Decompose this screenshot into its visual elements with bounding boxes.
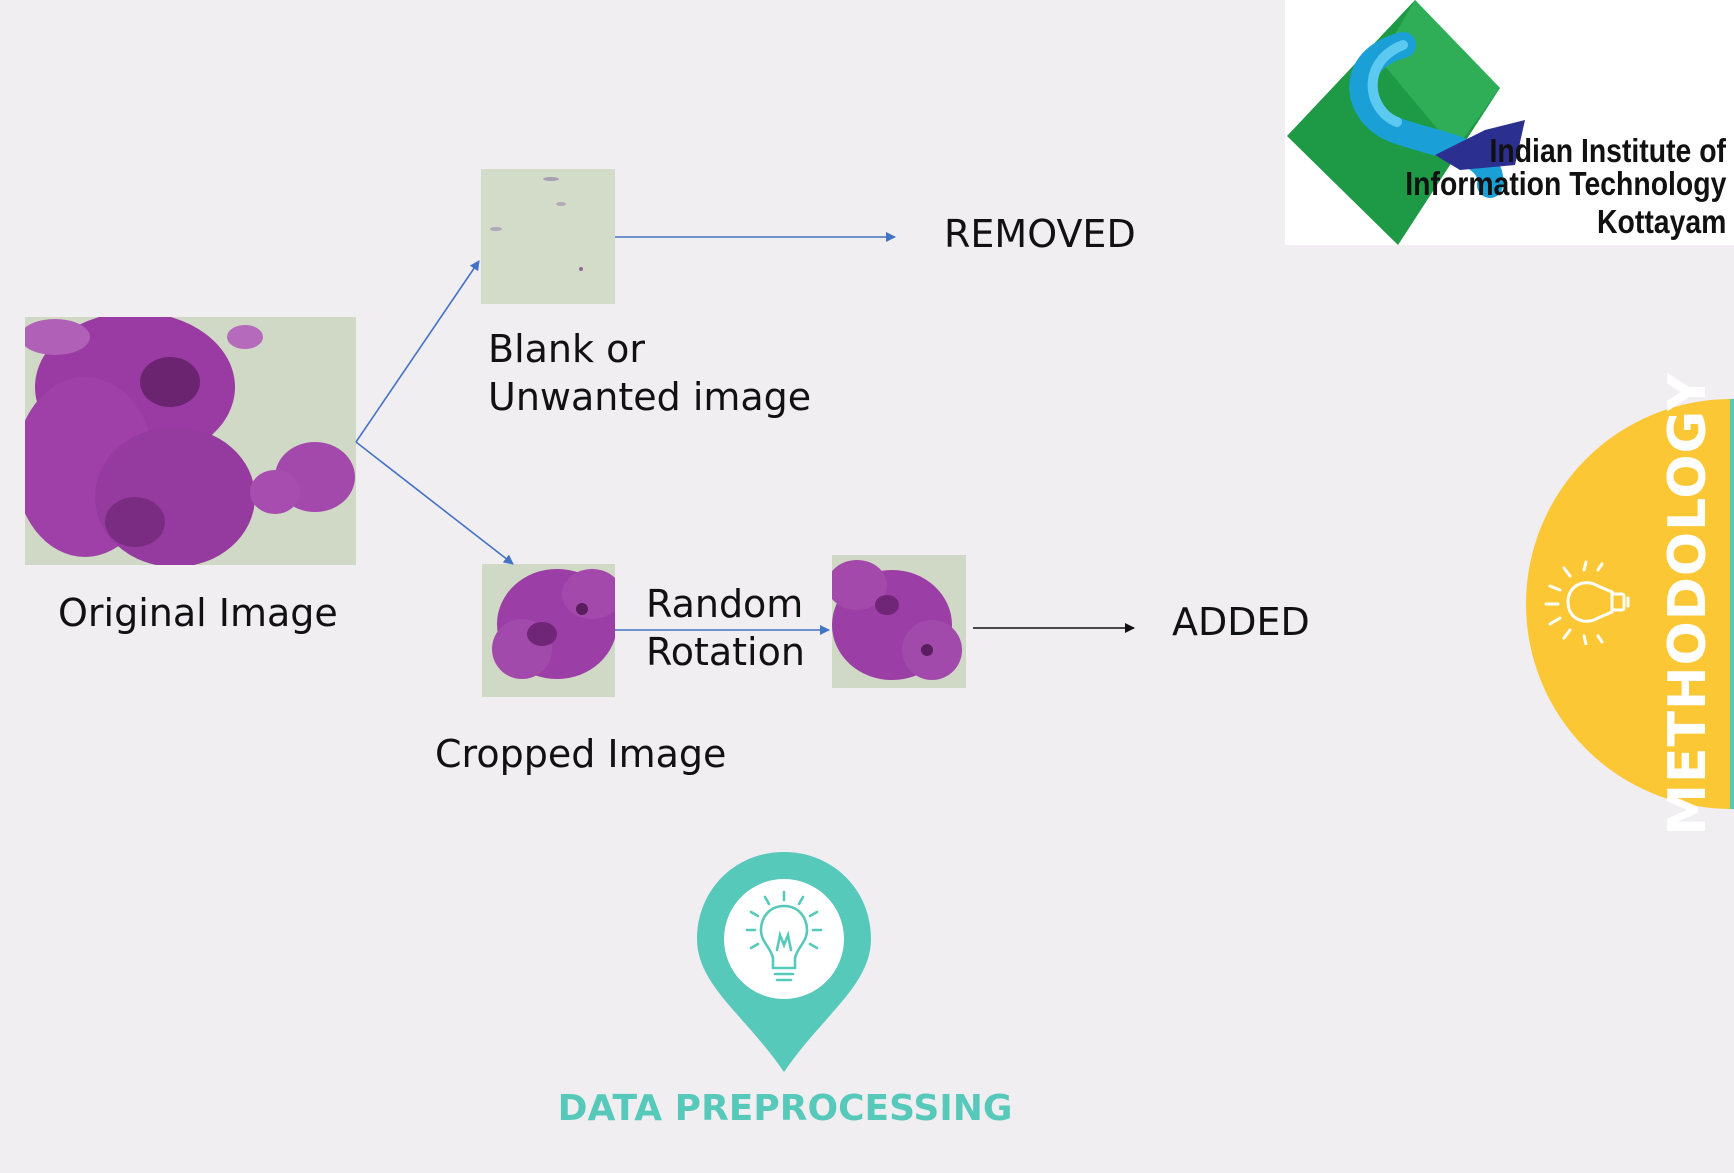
lightbulb-icon [1544, 560, 1630, 645]
cropped-image-label: Cropped Image [435, 732, 727, 776]
lightbulb-icon [745, 890, 823, 982]
location-pin-icon [697, 852, 871, 1072]
rotation-label-line-2: Rotation [646, 630, 805, 674]
cropped-image [482, 564, 615, 697]
rotation-label-line-1: Random [646, 582, 804, 626]
added-label: ADDED [1172, 600, 1310, 644]
logo-line-2: Information Technology [1404, 165, 1726, 202]
institute-emblem [1287, 0, 1525, 245]
arrow-to-cropped [355, 441, 514, 565]
rotated-image [832, 555, 966, 688]
logo-line-1: Indian Institute of [1489, 132, 1726, 169]
original-image [25, 317, 356, 565]
institute-logo: Indian Institute of Information Technolo… [1285, 0, 1734, 245]
blank-image [481, 169, 615, 304]
original-image-label: Original Image [58, 591, 338, 635]
methodology-tab [1526, 399, 1734, 809]
blank-label-line-1: Blank or [488, 327, 645, 371]
methodology-title: METHODOLOGY [1658, 372, 1718, 836]
removed-label: REMOVED [944, 212, 1136, 256]
logo-line-3: Kottayam [1596, 203, 1726, 240]
blank-label-line-2: Unwanted image [488, 375, 812, 419]
data-preprocessing-title: DATA PREPROCESSING [557, 1088, 1013, 1129]
arrow-to-blank [355, 260, 480, 443]
